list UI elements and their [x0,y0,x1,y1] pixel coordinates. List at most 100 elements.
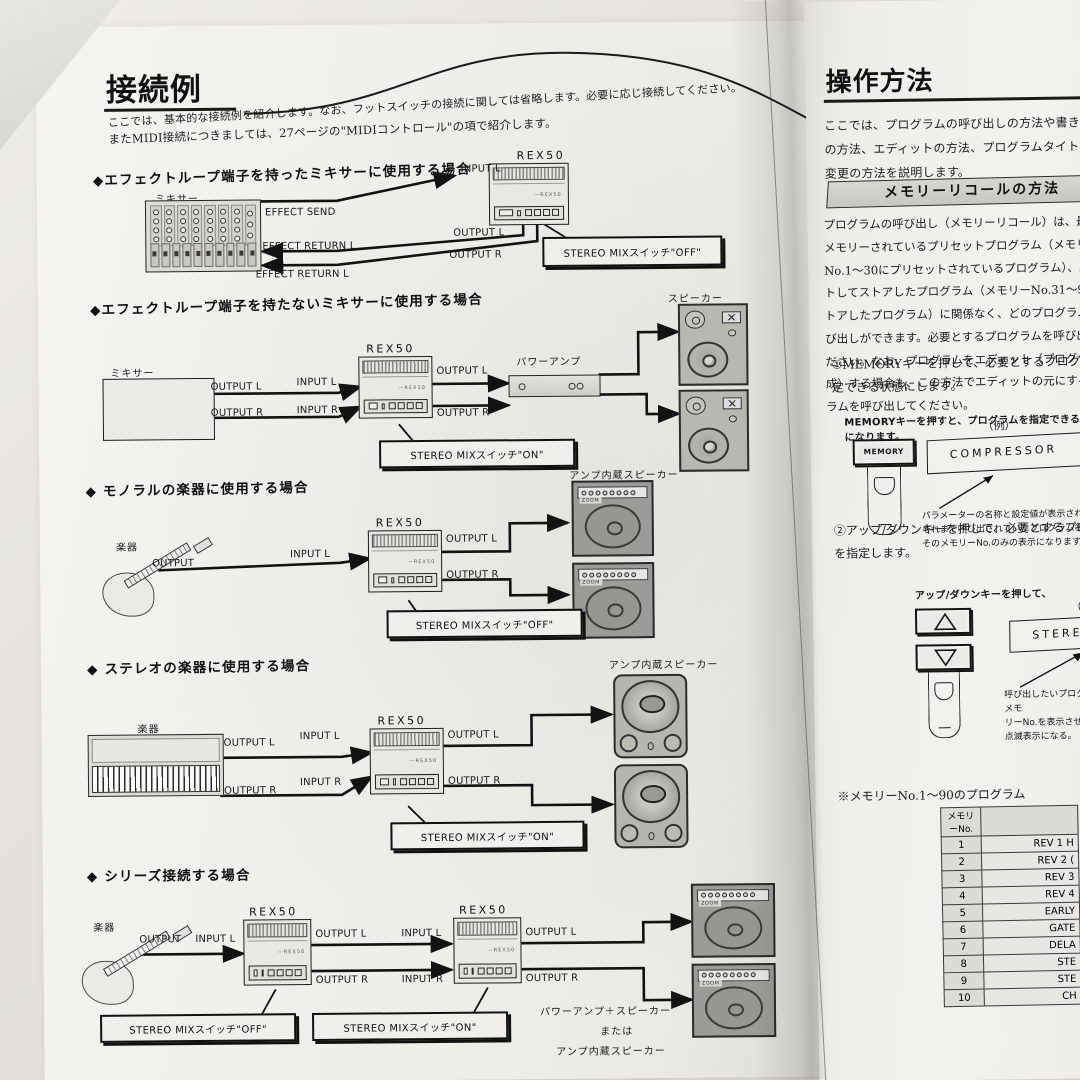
callout-stereo-mix-off-1: STEREO MIXスイッチ"OFF" [542,235,723,268]
table-header-row: メモリーNo. [940,805,1079,837]
wire-label-output-l-5a: OUTPUT L [315,928,367,941]
step-1-example-tag: （例） [982,419,1016,433]
pointing-finger-icon-2 [927,672,961,739]
section-2-amp-label: パワーアンプ [516,356,582,369]
combo-amp-top: ZOOM [571,480,655,557]
section-3-device-label: REX50 [375,516,425,530]
wire-label-output-r-4a: OUTPUT R [224,785,277,797]
callout-stereo-mix-off-2: STEREO MIXスイッチ"OFF" [386,608,583,639]
table-header-name [980,805,1079,837]
wire-label-input-l-1: INPUT L [460,163,501,175]
rex50-display [499,209,513,217]
memory-key-button[interactable]: MEMORY [852,438,915,466]
cell-no: 2 [941,853,983,871]
section-4-device-label: REX50 [377,714,427,728]
triangle-down-icon [934,649,958,667]
callout-stereo-mix-off-3: STEREO MIXスイッチ"OFF" [100,1013,297,1043]
guitar-illustration [102,536,223,617]
mixer-faders [150,242,257,268]
wire-label-output-r-4b: OUTPUT R [447,775,501,787]
rex50-unit-5b: —REX50 [453,917,522,984]
combo-amp-series-top: ZOOM [690,883,776,958]
cell-no: 1 [941,836,982,854]
rex50-button-group [525,209,560,217]
step-1-leader-arrow [939,474,994,509]
wire-label-output-5: OUTPUT [139,934,182,946]
wire-label-output-l-4a: OUTPUT L [223,737,275,749]
cell-name: EARLY [982,902,1080,922]
callout-stereo-mix-on-1: STEREO MIXスイッチ"ON" [379,438,576,469]
cell-name: CH [984,987,1080,1007]
wire-label-output-r-2b: OUTPUT R [436,407,490,419]
section-2-heading: ◆エフェクトループ端子を持たないミキサーに使用する場合 [89,291,484,319]
cell-no: 8 [943,955,984,973]
speaker-box-top [677,303,749,386]
wire-label-effect-send: EFFECT SEND [264,206,336,219]
step-2-caption: アップ/ダウンキーを押して、 [914,588,1052,602]
step-2-leader-arrow [1019,651,1080,688]
cell-no: 9 [943,972,985,990]
wire-label-input-l-5a: INPUT L [195,933,236,946]
combo-amp-bottom: ZOOM [572,562,655,639]
cell-no: 3 [941,870,983,888]
section-5-heading: ◆ シリーズ接続する場合 [86,867,251,886]
step-2-text: ②アップ/ダウンキーを押して、必要とするプログラムを指定します。 [833,519,1080,562]
wire-label-input-l-4: INPUT L [299,730,340,743]
wire-label-output-r-1: OUTPUT R [449,249,502,261]
section-4-speaker-label: アンプ内蔵スピーカー [608,659,719,672]
speaker-note-line-2: または [600,1026,634,1038]
callout-stereo-mix-on-3: STEREO MIXスイッチ"ON" [312,1011,509,1042]
studio-monitor-top [613,673,688,759]
table-header-memory-no: メモリーNo. [940,807,982,837]
section-2-device-label: REX50 [366,342,415,356]
wire-label-output-l-4b: OUTPUT L [447,729,499,741]
wire-label-output-3: OUTPUT [152,558,195,570]
step-1-text: ①MEMORYキーを押して、必要とするプログラムを指定できる状態にします。 [831,353,1080,396]
rex50-button [516,209,522,217]
memory-key-label: MEMORY [863,446,904,457]
wire-label-output-l-3: OUTPUT L [445,533,498,545]
cell-name: REV 4 [982,885,1080,905]
callout-stereo-mix-on-2: STEREO MIXスイッチ"ON" [390,820,585,851]
section-1-device-label: REX50 [516,148,566,163]
wire-label-output-l-5b: OUTPUT L [525,926,577,939]
section-4-heading: ◆ ステレオの楽器に使用する場合 [86,658,311,678]
up-key-button[interactable] [914,607,972,635]
cell-no: 7 [943,938,984,956]
wire-label-output-r-5a: OUTPUT R [315,974,369,987]
cell-name: STE [983,953,1080,973]
wire-label-input-l-3: INPUT L [289,548,331,561]
lcd-display-2-text: STEREO [1032,625,1080,642]
keyboard-illustration [87,733,225,797]
wire-label-output-l-2b: OUTPUT L [436,365,488,377]
wire-label-output-l-1: OUTPUT L [453,227,505,239]
left-page-intro: またMIDI接続につきましては、27ページの"MIDIコントロール"の項で紹介し… [108,81,798,151]
cell-name: REV 3 [982,868,1080,888]
rex50-unit-3: —REX50 [367,529,443,593]
rex50-unit-5a: —REX50 [243,919,312,986]
cell-no: 10 [944,989,985,1007]
down-key-button[interactable] [915,643,972,671]
wire-label-input-l-5b: INPUT L [401,927,442,940]
cell-name: REV 1 H [981,834,1079,854]
cell-name: DELA [983,936,1080,956]
cell-name: STE [983,970,1080,990]
wire-label-input-r-2: INPUT R [296,404,339,417]
triangle-up-icon [933,612,957,631]
section-5-device-label-1: REX50 [249,905,298,919]
right-page-title: 操作方法 [825,66,934,98]
step-2-note: 呼び出したいプログラムのメモ リーNo.を表示させます。 点滅表示になる。 [1004,688,1080,743]
mixer-knob-rows [149,204,257,247]
mixer-box-2 [102,377,216,441]
power-amp-illustration [508,374,601,398]
left-page: 接続例 またMIDI接続につきましては、27ページの"MIDIコントロール"の項… [35,20,825,1080]
section-3-heading: ◆ モノラルの楽器に使用する場合 [85,479,309,501]
combo-amp-series-bottom: ZOOM [691,962,777,1038]
rex50-panel [493,205,565,221]
wire-label-output-l-2a: OUTPUT L [210,381,262,393]
decorative-swoosh [244,51,809,120]
wire-label-effect-return-l-1: EFFECT RETURN L [262,240,356,253]
